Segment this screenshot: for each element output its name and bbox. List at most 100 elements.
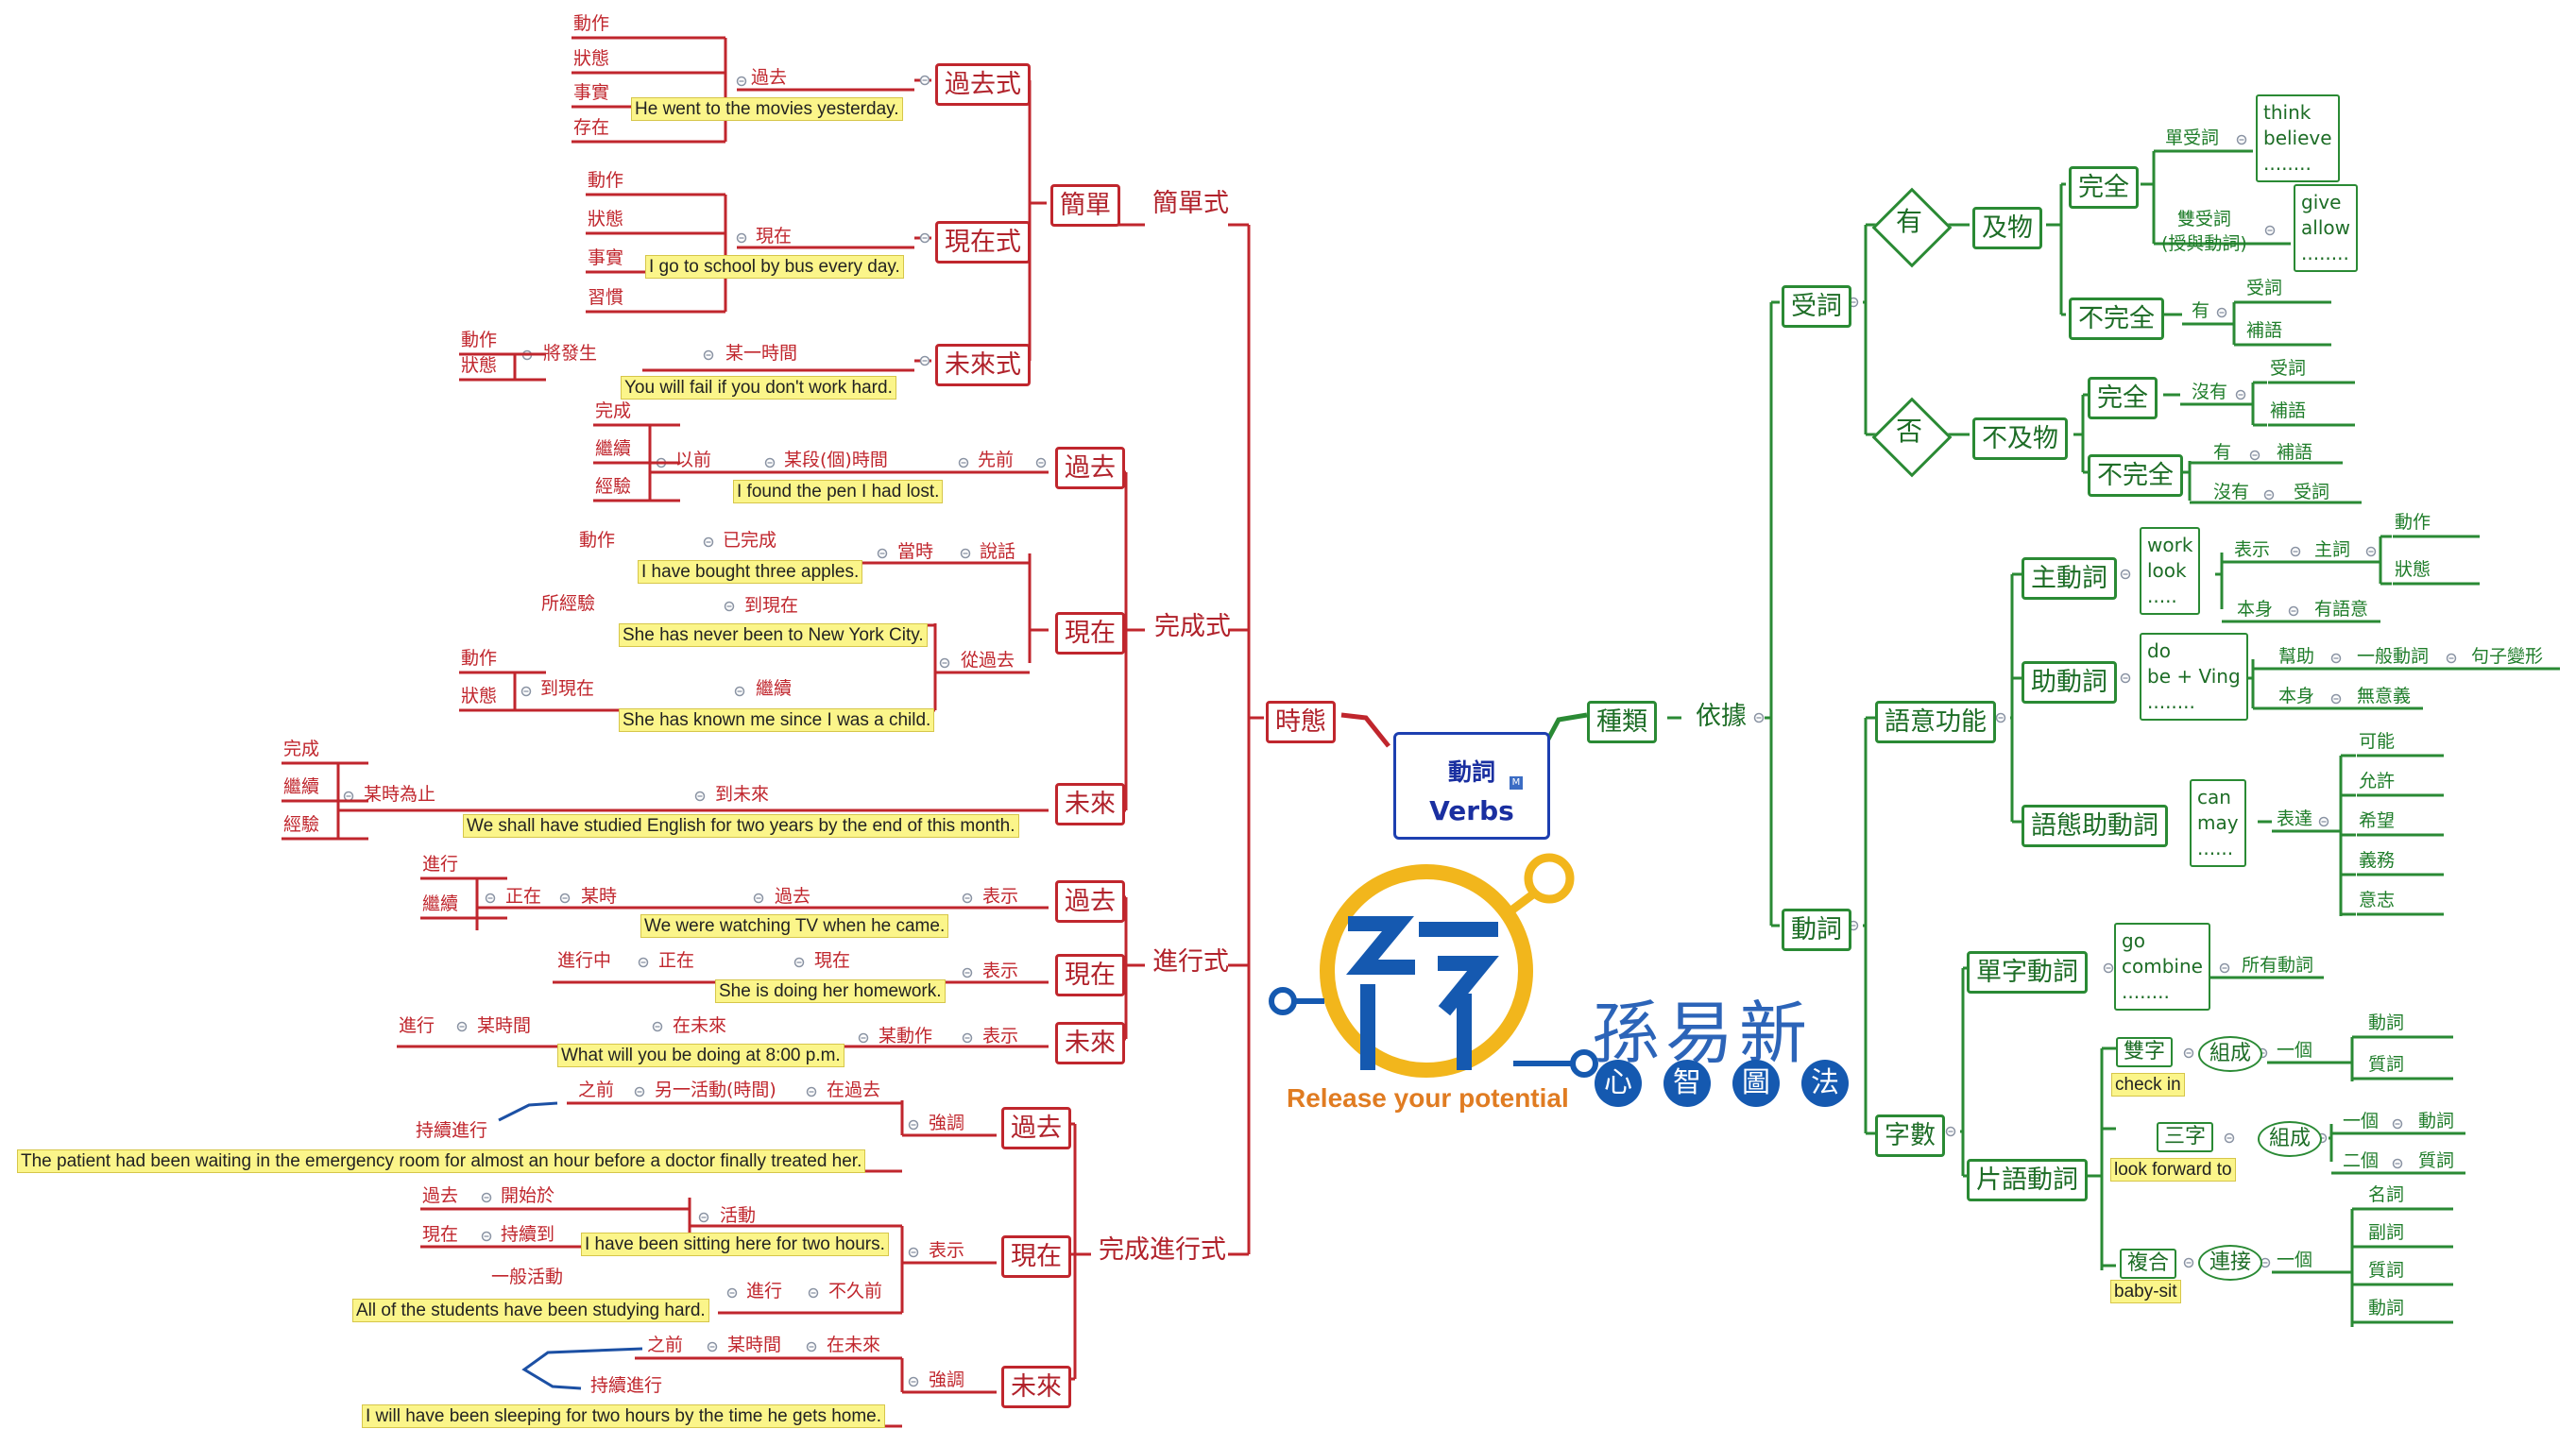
minus-circle-icon[interactable]	[753, 893, 764, 904]
node-basis[interactable]: 依據	[1696, 702, 1747, 731]
node-pp-future[interactable]: 未來	[1001, 1366, 1071, 1408]
node-single-word-verb[interactable]: 單字動詞	[1967, 951, 2088, 994]
node-modal[interactable]: 語態助動詞	[2022, 805, 2168, 847]
minus-circle-icon[interactable]	[724, 601, 735, 612]
minus-circle-icon[interactable]	[919, 355, 930, 366]
node-kinds[interactable]: 種類	[1587, 701, 1657, 743]
minus-circle-icon[interactable]	[958, 457, 969, 468]
minus-circle-icon[interactable]	[520, 686, 532, 697]
node-perfect[interactable]: 完成式	[1154, 612, 1231, 641]
minus-circle-icon[interactable]	[652, 1021, 663, 1032]
minus-circle-icon[interactable]	[2330, 693, 2342, 705]
node-auxiliary[interactable]: 助動詞	[2022, 661, 2117, 704]
node-pp-past[interactable]: 過去	[1001, 1107, 1071, 1149]
minus-circle-icon[interactable]	[2318, 816, 2329, 827]
node-phrasal-verb[interactable]: 片語動詞	[1967, 1159, 2088, 1201]
minus-circle-icon[interactable]	[908, 1119, 919, 1131]
node-perfect-progressive[interactable]: 完成進行式	[1099, 1235, 1226, 1265]
minus-circle-icon[interactable]	[2219, 962, 2230, 974]
minus-circle-icon[interactable]	[1753, 712, 1765, 723]
minus-circle-icon[interactable]	[726, 1287, 738, 1299]
minus-circle-icon[interactable]	[456, 1021, 468, 1032]
minus-circle-icon[interactable]	[908, 1247, 919, 1258]
minus-circle-icon[interactable]	[481, 1231, 492, 1242]
minus-circle-icon[interactable]	[962, 967, 973, 978]
node-simple-present[interactable]: 現在式	[935, 221, 1031, 264]
minus-circle-icon[interactable]	[2236, 134, 2247, 145]
minus-circle-icon[interactable]	[2263, 489, 2275, 501]
minus-circle-icon[interactable]	[734, 686, 745, 697]
minus-circle-icon[interactable]	[877, 548, 888, 559]
node-compound[interactable]: 複合	[2120, 1249, 2177, 1279]
minus-circle-icon[interactable]	[736, 76, 747, 87]
node-no[interactable]: 否	[1896, 416, 1923, 447]
minus-circle-icon[interactable]	[919, 75, 930, 86]
minus-circle-icon[interactable]	[2365, 546, 2377, 557]
minus-circle-icon[interactable]	[2264, 225, 2276, 236]
minus-circle-icon[interactable]	[806, 1086, 817, 1097]
node-perfect-present[interactable]: 現在	[1055, 612, 1125, 655]
node-word-count[interactable]: 字數	[1875, 1114, 1945, 1157]
minus-circle-icon[interactable]	[2290, 546, 2301, 557]
minus-circle-icon[interactable]	[736, 232, 747, 244]
minus-circle-icon[interactable]	[481, 1192, 492, 1203]
node-yes[interactable]: 有	[1896, 206, 1923, 237]
node-prog-past[interactable]: 過去	[1055, 880, 1125, 923]
node-prog-present[interactable]: 現在	[1055, 954, 1125, 996]
node-pp-present[interactable]: 現在	[1001, 1235, 1071, 1278]
minus-circle-icon[interactable]	[2120, 569, 2131, 580]
minus-circle-icon[interactable]	[2392, 1118, 2403, 1130]
minus-circle-icon[interactable]	[908, 1376, 919, 1387]
minus-circle-icon[interactable]	[694, 791, 706, 802]
node-yes-incomplete[interactable]: 不完全	[2069, 298, 2164, 340]
minus-circle-icon[interactable]	[2216, 307, 2227, 318]
minus-circle-icon[interactable]	[2330, 653, 2342, 664]
minus-circle-icon[interactable]	[707, 1341, 718, 1352]
minus-circle-icon[interactable]	[1995, 712, 2006, 723]
minus-circle-icon[interactable]	[2249, 450, 2260, 461]
minus-circle-icon[interactable]	[960, 548, 971, 559]
minus-circle-icon[interactable]	[2446, 653, 2457, 664]
minus-circle-icon[interactable]	[703, 536, 714, 548]
node-intransitive[interactable]: 不及物	[1972, 417, 2068, 460]
minus-circle-icon[interactable]	[858, 1032, 869, 1044]
minus-circle-icon[interactable]	[638, 957, 649, 968]
node-main-verb[interactable]: 主動詞	[2022, 557, 2117, 600]
node-verb[interactable]: 動詞	[1782, 909, 1851, 951]
minus-circle-icon[interactable]	[2235, 389, 2246, 400]
minus-circle-icon[interactable]	[2224, 1132, 2235, 1144]
node-transitive[interactable]: 及物	[1972, 207, 2042, 249]
minus-circle-icon[interactable]	[1035, 457, 1047, 468]
minus-circle-icon[interactable]	[808, 1287, 819, 1299]
node-semantic-function[interactable]: 語意功能	[1875, 701, 1996, 743]
minus-circle-icon[interactable]	[806, 1341, 817, 1352]
minus-circle-icon[interactable]	[1945, 1126, 1956, 1137]
minus-circle-icon[interactable]	[939, 657, 950, 669]
node-prog-future[interactable]: 未來	[1055, 1022, 1125, 1064]
node-perfect-past[interactable]: 過去	[1055, 447, 1125, 489]
node-progressive[interactable]: 進行式	[1152, 947, 1229, 977]
minus-circle-icon[interactable]	[2288, 605, 2299, 617]
minus-circle-icon[interactable]	[703, 349, 714, 361]
node-yes-complete[interactable]: 完全	[2069, 166, 2139, 209]
minus-circle-icon[interactable]	[2183, 1257, 2194, 1268]
minus-circle-icon[interactable]	[2392, 1158, 2403, 1169]
node-two-word[interactable]: 雙字	[2116, 1037, 2174, 1067]
minus-circle-icon[interactable]	[2120, 672, 2131, 684]
minus-circle-icon[interactable]	[919, 232, 930, 244]
minus-circle-icon[interactable]	[485, 893, 496, 904]
minus-circle-icon[interactable]	[962, 893, 973, 904]
minus-circle-icon[interactable]	[559, 893, 571, 904]
node-no-incomplete[interactable]: 不完全	[2088, 454, 2183, 497]
node-no-complete[interactable]: 完全	[2088, 377, 2158, 419]
minus-circle-icon[interactable]	[698, 1212, 709, 1223]
node-object[interactable]: 受詞	[1782, 285, 1851, 328]
minus-circle-icon[interactable]	[2183, 1047, 2194, 1059]
minus-circle-icon[interactable]	[764, 457, 776, 468]
minus-circle-icon[interactable]	[634, 1086, 645, 1097]
node-tense[interactable]: 時態	[1266, 701, 1336, 743]
minus-circle-icon[interactable]	[793, 957, 805, 968]
node-simple[interactable]: 簡單式	[1152, 189, 1229, 218]
central-topic[interactable]: 動詞 Verbs M	[1393, 732, 1550, 840]
minus-circle-icon[interactable]	[962, 1032, 973, 1044]
